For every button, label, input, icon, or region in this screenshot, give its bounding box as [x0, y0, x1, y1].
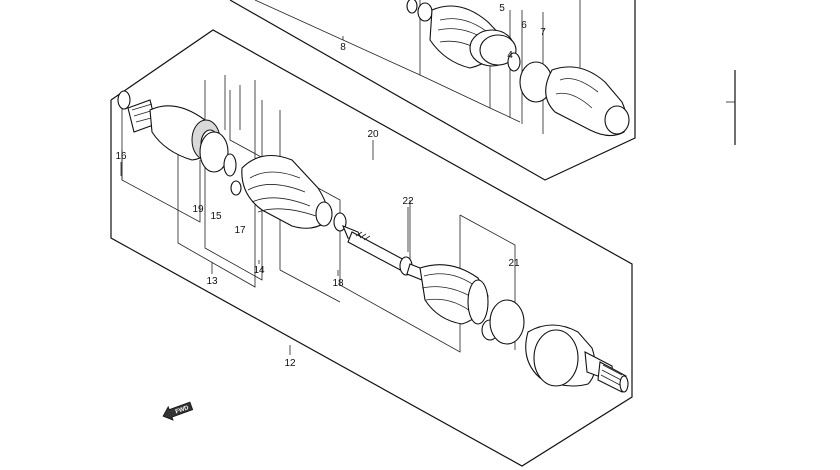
- label-6: 6: [521, 20, 527, 31]
- label-15: 15: [210, 211, 222, 222]
- leader-lines: [120, 36, 409, 355]
- center-shaft: [341, 225, 426, 281]
- upper-band: [417, 2, 433, 22]
- fwd-arrow-icon: FWD: [162, 401, 194, 421]
- outer-joint: [525, 324, 629, 393]
- circlip-17: [223, 153, 237, 177]
- label-17: 17: [234, 225, 246, 236]
- label-19: 19: [192, 204, 204, 215]
- label-12: 12: [284, 358, 296, 369]
- label-8: 8: [340, 42, 346, 53]
- label-14: 14: [253, 265, 265, 276]
- group-frame-16: [121, 100, 201, 223]
- outer-boot: [419, 264, 525, 345]
- upper-clip-ring: [406, 0, 418, 14]
- label-4: 4: [507, 50, 513, 61]
- upper-parts: [406, 0, 630, 137]
- snap-ring-21: [489, 299, 525, 345]
- fwd-label: FWD: [175, 405, 191, 416]
- inner-boot: [241, 154, 347, 232]
- right-edge-mark: [726, 70, 736, 145]
- inner-joint-parts: [117, 90, 242, 196]
- label-7: 7: [540, 27, 546, 38]
- label-21: 21: [508, 258, 520, 269]
- part-number-labels: 5 6 7 4 8 20 16 19 15 17 22 21 14 13 18 …: [115, 3, 546, 369]
- label-5: 5: [499, 3, 505, 14]
- clip-16: [117, 90, 131, 110]
- label-18: 18: [332, 278, 344, 289]
- label-16: 16: [115, 151, 127, 162]
- upper-circlip: [507, 52, 521, 72]
- main-assembly-frame: [110, 29, 633, 467]
- ring-15: [199, 131, 229, 173]
- label-22: 22: [402, 196, 414, 207]
- label-13: 13: [206, 276, 218, 287]
- label-20: 20: [367, 129, 379, 140]
